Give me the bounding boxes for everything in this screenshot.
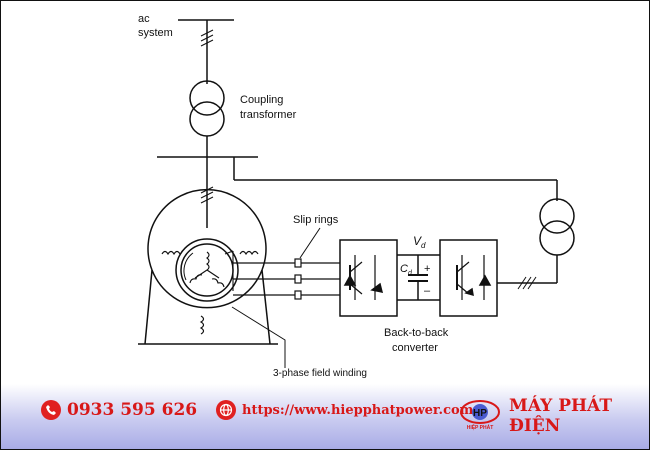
slip-ring-brushes [294,258,302,300]
website-link[interactable]: https://www.hiepphatpower.com [216,400,473,420]
svg-text:Vd: Vd [413,234,426,250]
phone-icon [41,400,61,420]
vd-label: V [413,234,422,248]
plus-sign: + [424,263,430,275]
converter-label-2: converter [392,342,438,354]
dfig-diagram: ac system Coupling transformer Slip ring… [138,13,575,379]
coupling-transformer-label-2: transformer [240,109,297,121]
coupling-transformer-label: Coupling [240,94,283,106]
field-winding-pointer [231,306,286,368]
rotation-arrow [183,252,194,281]
logo-subtitle: HIỆP PHÁT [466,425,494,431]
slip-rings-pointer [299,227,321,259]
coupling-transformer [189,80,225,137]
grid-side-converter [439,239,498,317]
rotor-leads [233,262,295,296]
three-phase-mark-right [517,276,537,290]
grid-side-transformer [539,198,575,256]
converter-label: Back-to-back [384,327,449,339]
vd-subscript: d [421,241,426,250]
stator-winding [161,250,259,335]
rotor-side-converter [339,239,398,317]
phone-number: 0933 595 626 [67,400,198,420]
brand-block: HP HIỆP PHÁT MÁY PHÁT ĐIỆN [459,396,649,436]
logo-text: HP [473,408,487,419]
svg-text:Cd: Cd [400,263,413,277]
hiep-phat-logo: HP HIỆP PHÁT [459,399,501,433]
dc-link [397,254,440,301]
rotor-winding [189,250,234,291]
three-phase-mark-top [200,29,214,47]
slip-rings-label: Slip rings [293,214,339,226]
ac-system-label-2: system [138,27,173,39]
minus-sign: – [424,285,431,297]
induction-machine [138,188,278,345]
globe-icon [216,400,236,420]
phone-contact[interactable]: 0933 595 626 [41,400,197,420]
ac-system-label: ac [138,13,150,25]
field-winding-label: 3-phase field winding [273,368,367,379]
website-url: https://www.hiepphatpower.com [242,402,474,418]
footer-banner: 0933 595 626 https://www.hiepphatpower.c… [1,384,649,449]
cd-subscript: d [408,270,413,277]
cd-label: C [400,263,408,275]
brand-name: MÁY PHÁT ĐIỆN [509,396,612,436]
